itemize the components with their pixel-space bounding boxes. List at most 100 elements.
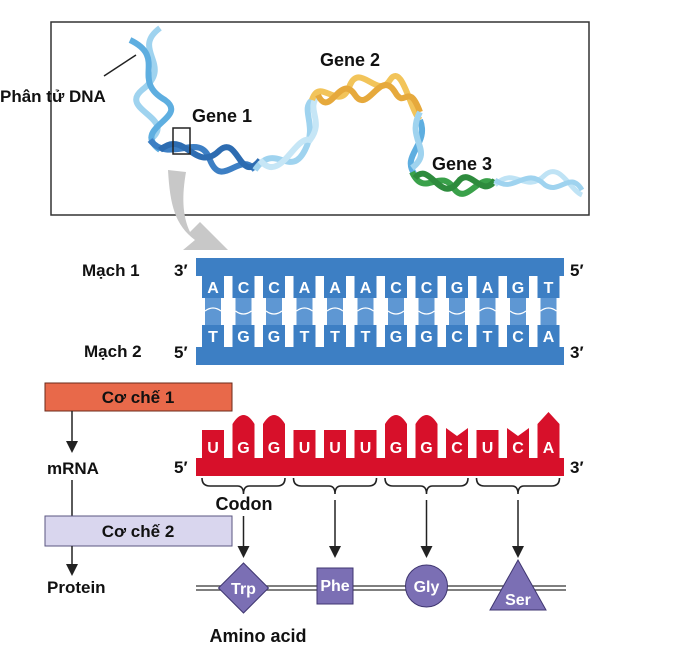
mrna-backbone [196, 458, 564, 476]
strand-1-label: Mạch 1 [82, 261, 140, 280]
codon-brace [384, 477, 469, 495]
mrna-base: C [507, 428, 529, 458]
strand-2-base: T [208, 329, 218, 346]
mrna-base-letter: C [451, 440, 463, 457]
amino-acid-caption: Amino acid [209, 626, 306, 646]
strand-1-base: C [238, 280, 250, 297]
strand-1-base: C [421, 280, 433, 297]
strand-1-base: A [360, 280, 372, 297]
base-pair: AT [476, 276, 499, 347]
strand-2-base: G [237, 329, 249, 346]
strand-2-base: T [330, 329, 340, 346]
amino-acid-trp: Trp [217, 562, 270, 614]
mrna-base: G [232, 415, 255, 458]
base-pair: AT [354, 276, 377, 347]
strand-2-base: G [390, 329, 402, 346]
strand-1-base: A [329, 280, 341, 297]
strand-2-backbone [196, 347, 564, 365]
codon-braces [201, 477, 561, 495]
mrna-base-letter: A [543, 440, 555, 457]
dna-helix [128, 25, 585, 198]
strand-1-left-end: 3′ [174, 261, 188, 280]
codon-brace [201, 477, 286, 495]
strand-2-base: G [268, 329, 280, 346]
strand-2-base: C [451, 329, 463, 346]
strand-1-base: T [544, 280, 554, 297]
codon-brace [292, 477, 378, 495]
mechanism-1-box [44, 382, 233, 412]
mrna-base: U [354, 430, 377, 458]
protein-label: Protein [47, 578, 106, 597]
strand-1-backbone [196, 258, 564, 276]
strand-1-base: G [512, 280, 524, 297]
amino-acid-phe: Phe [316, 567, 354, 605]
mechanism-2-label: Cơ chế 2 [102, 522, 175, 541]
mrna-base: U [202, 430, 224, 458]
mrna-base: U [324, 430, 346, 458]
mrna-base-letter: U [207, 440, 219, 457]
base-pair: AT [293, 276, 316, 347]
mrna-base-letter: U [299, 440, 311, 457]
mrna-base: G [415, 415, 438, 458]
strand-1-right-end: 5′ [570, 261, 584, 280]
mrna-base: C [446, 428, 468, 458]
mrna-base: G [263, 415, 285, 458]
base-pair: AT [202, 276, 224, 347]
amino-acid-name: Gly [414, 579, 440, 596]
strand-1-base: A [207, 280, 219, 297]
mrna-base-letter: U [482, 440, 494, 457]
amino-acid-ser: Ser [489, 558, 547, 611]
mrna-label: mRNA [47, 459, 99, 478]
amino-acid-name: Phe [320, 578, 349, 595]
strand-2-base: T [361, 329, 371, 346]
strand-2-base: A [543, 329, 555, 346]
strand-2-base: G [420, 329, 432, 346]
mrna-right-end: 3′ [570, 458, 584, 477]
strand-2-base: C [512, 329, 524, 346]
strand-2-label: Mạch 2 [84, 342, 142, 361]
gene-3-label: Gene 3 [432, 154, 492, 174]
dna-label-pointer [103, 54, 137, 77]
mrna-base-letter: G [420, 440, 432, 457]
strand-1-base: G [451, 280, 463, 297]
mrna-base-letter: U [329, 440, 341, 457]
amino-acid-gly: Gly [405, 564, 448, 608]
mrna-base-letter: C [512, 440, 524, 457]
mrna-left-end: 5′ [174, 458, 188, 477]
mrna-base-letter: G [390, 440, 402, 457]
codon-label: Codon [216, 494, 273, 514]
base-pair: GC [446, 276, 468, 347]
strand-2-left-end: 5′ [174, 343, 188, 362]
gene-2-label: Gene 2 [320, 50, 380, 70]
zoom-box [172, 127, 191, 155]
base-pair: TA [537, 276, 560, 347]
codon-brace [475, 477, 561, 495]
strand-1-base: A [482, 280, 494, 297]
mechanism-1-label: Cơ chế 1 [102, 388, 175, 407]
amino-acid-name: Trp [231, 581, 256, 598]
mrna-base: U [476, 430, 499, 458]
mechanism-2-box [44, 515, 233, 547]
base-pair: CG [232, 276, 255, 347]
mrna-base: G [385, 415, 407, 458]
strand-2-base: T [300, 329, 310, 346]
amino-acid-name: Ser [505, 592, 531, 609]
mrna-base-letter: U [360, 440, 372, 457]
codon-arrows [237, 500, 524, 558]
gene-1-label: Gene 1 [192, 106, 252, 126]
strand-1-base: C [390, 280, 402, 297]
mrna-base-letter: G [268, 440, 280, 457]
base-pair: AT [324, 276, 346, 347]
strand-2-right-end: 3′ [570, 343, 584, 362]
base-pair: GC [507, 276, 529, 347]
strand-2-base: T [483, 329, 493, 346]
strand-1-base: A [299, 280, 311, 297]
strand-1-base: C [268, 280, 280, 297]
base-pair: CG [385, 276, 407, 347]
mrna-base: U [293, 430, 316, 458]
mrna-base-letter: G [237, 440, 249, 457]
base-pair: CG [263, 276, 285, 347]
dna-molecule-label: Phân tử DNA [0, 87, 106, 106]
